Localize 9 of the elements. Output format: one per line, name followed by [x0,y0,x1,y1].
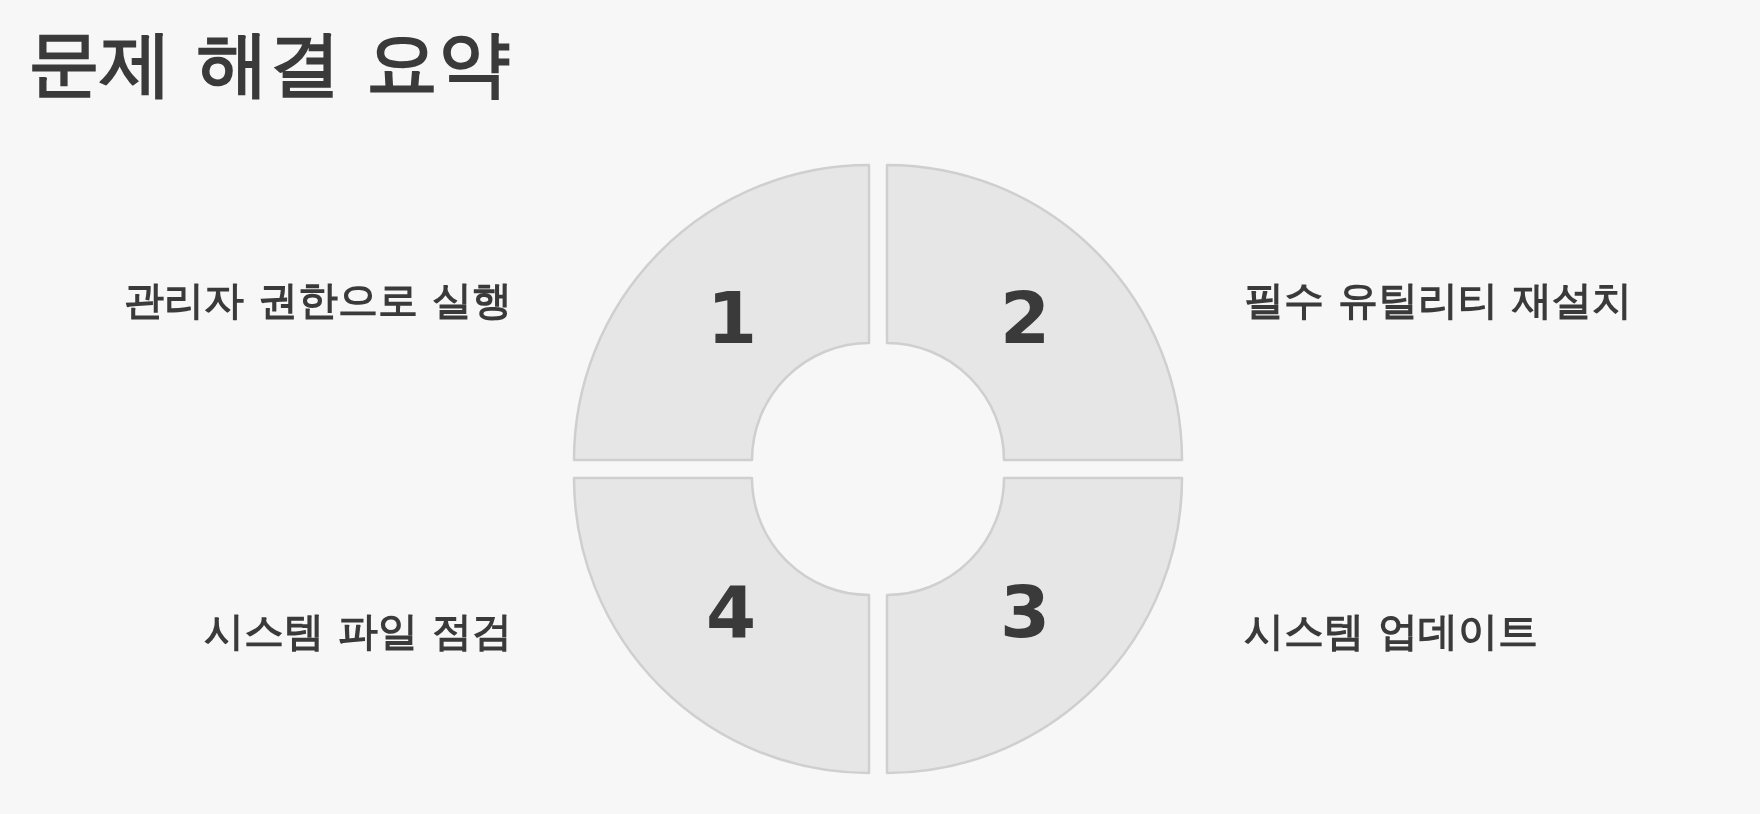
step-label: 시스템 파일 점검 [204,609,512,653]
step-label: 관리자 권한으로 실행 [124,278,512,322]
step-number: 2 [999,282,1051,354]
step-number: 1 [706,282,758,354]
step-label: 시스템 업데이트 [1244,609,1538,653]
step-label: 필수 유틸리티 재설치 [1244,278,1632,322]
title: 문제 해결 요약 [28,24,511,104]
step-number: 3 [999,576,1051,648]
step-number: 4 [705,576,757,648]
